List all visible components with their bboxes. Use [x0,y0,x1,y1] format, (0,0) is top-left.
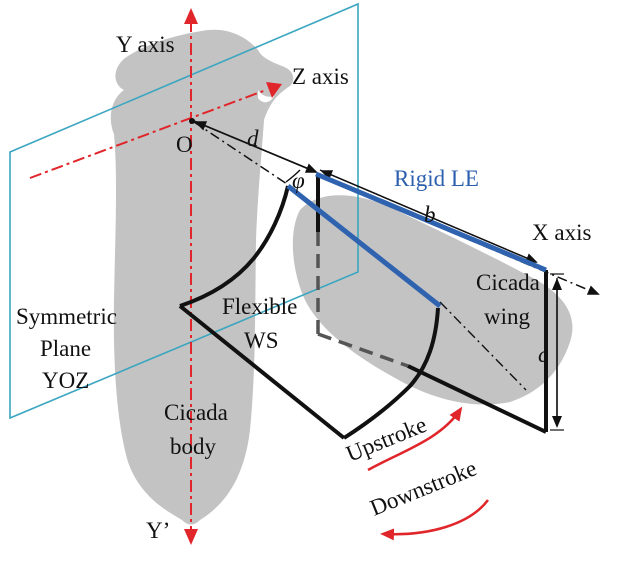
cicada-body-label-line1: Cicada [164,400,228,425]
upstroke-label: Upstroke [343,412,431,467]
y-axis-label: Y axis [116,32,175,57]
cicada-head-notch [258,90,274,103]
symmetric-plane-label-line1: Symmetric [16,304,117,329]
phi-angle-arc [285,169,301,183]
cicada-body-label-line2: body [170,434,217,459]
x-axis-label: X axis [532,220,591,245]
trailing-edge [407,364,547,434]
flexible-ws-bottom-left [178,304,346,440]
y-prime-axis-arrow-down [184,529,198,545]
downstroke-arrow [380,499,489,541]
z-axis-arrow [266,82,282,98]
flexible-ws-curve-root [179,185,290,308]
cicada-wing-label-line2: wing [484,304,531,329]
c-label: c [538,342,548,367]
tip-chord-reference [439,301,527,391]
downstroke-label: Downstroke [367,455,481,520]
d-label: d [247,126,259,151]
bottom-dashed-edge [317,332,409,368]
b-label: b [424,202,436,227]
rigid-le-lower [286,184,442,308]
origin-point [189,118,195,124]
rigid-le-upper [315,171,547,273]
flexible-ws-curve-tip [342,307,440,440]
rigid-le-label: Rigid LE [394,166,479,191]
upstroke-arrow [367,406,463,472]
z-axis-line [29,89,267,179]
symmetric-plane-label-line3: YOZ [42,368,89,393]
symmetric-plane-yoz [9,2,359,420]
cicada-body-silhouette [110,29,294,525]
phi-label: φ [292,168,305,193]
z-axis-label: Z axis [292,64,349,89]
cicada-wing-label-line1: Cicada [476,270,540,295]
flexible-ws-label-line2: WS [244,328,279,353]
d-dimension-line-reverse [194,121,317,173]
origin-label: O [176,132,193,157]
y-axis-arrow-up [184,8,198,24]
flexible-ws-label-line1: Flexible [222,294,297,319]
b-dimension-line-reverse [320,170,537,263]
symmetric-plane-label-line2: Plane [40,336,91,361]
y-prime-label: Y’ [146,518,170,543]
